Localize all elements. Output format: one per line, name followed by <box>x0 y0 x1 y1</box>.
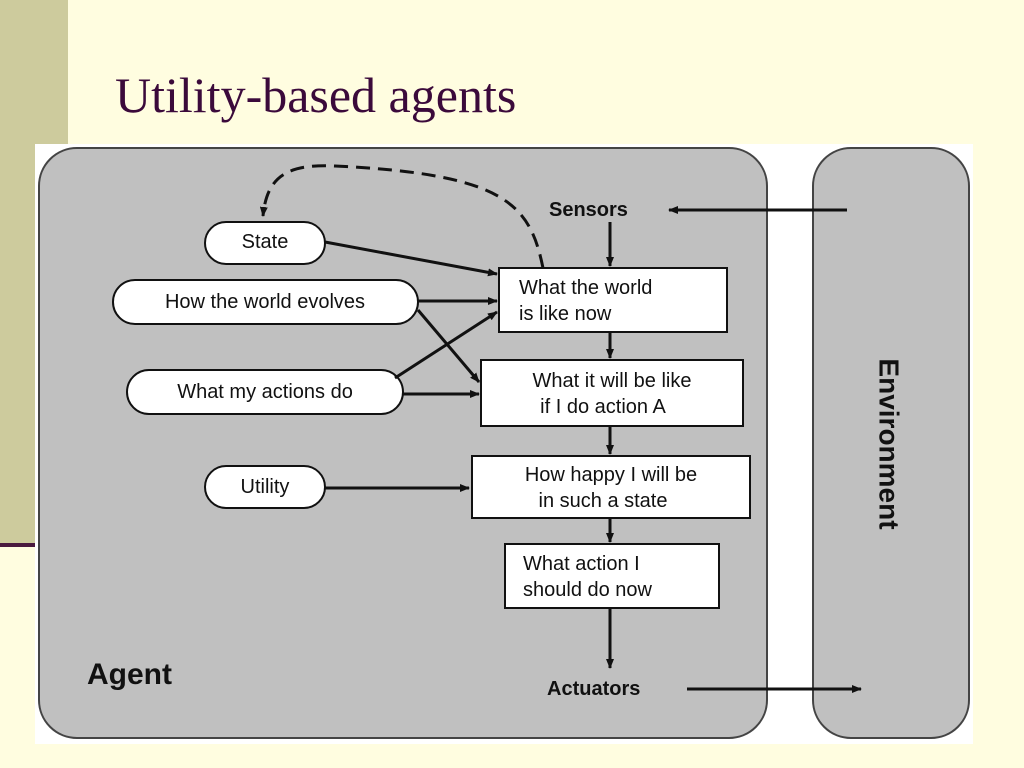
action-now-line-2: should do now <box>523 579 653 601</box>
world-now-box <box>498 267 728 333</box>
happiness-line-1: How happy I will be <box>525 464 697 486</box>
world-now-line-2: is like now <box>519 303 612 325</box>
sensors-label: Sensors <box>549 199 628 221</box>
agent-label: Agent <box>87 658 172 691</box>
world-if-action-line-2: if I do action A <box>540 396 666 418</box>
dashed-feedback-arrow <box>259 164 545 269</box>
happiness-line-2: in such a state <box>539 490 668 512</box>
world-if-action-line-1: What it will be like <box>533 370 692 392</box>
world-now-line-1: What the world <box>519 277 652 299</box>
action-now-line-1: What action I <box>523 553 640 575</box>
actuators-label: Actuators <box>547 678 640 700</box>
actions-do-label: What my actions do <box>177 381 353 403</box>
state-label: State <box>242 231 289 253</box>
sidebar-accent-line <box>0 543 40 547</box>
slide-title: Utility-based agents <box>115 67 517 123</box>
world-if-action-box <box>480 359 744 427</box>
environment-label: Environment <box>874 358 905 529</box>
environment-panel <box>812 147 970 739</box>
actions-do-oval <box>126 369 404 415</box>
agent-diagram-svg: Environment Agent Sensors Actuators Stat… <box>38 147 970 739</box>
agent-panel <box>38 147 768 739</box>
happiness-box <box>471 455 751 519</box>
agent-diagram: Environment Agent Sensors Actuators Stat… <box>35 144 973 744</box>
state-to-world-now-arrow <box>324 240 498 277</box>
actions-do-to-world-now-arrow <box>394 310 498 380</box>
action-now-box <box>504 543 720 609</box>
world-evolves-label: How the world evolves <box>165 291 365 313</box>
world-evolves-to-if-action-arrow <box>416 309 481 383</box>
utility-label: Utility <box>241 476 290 498</box>
